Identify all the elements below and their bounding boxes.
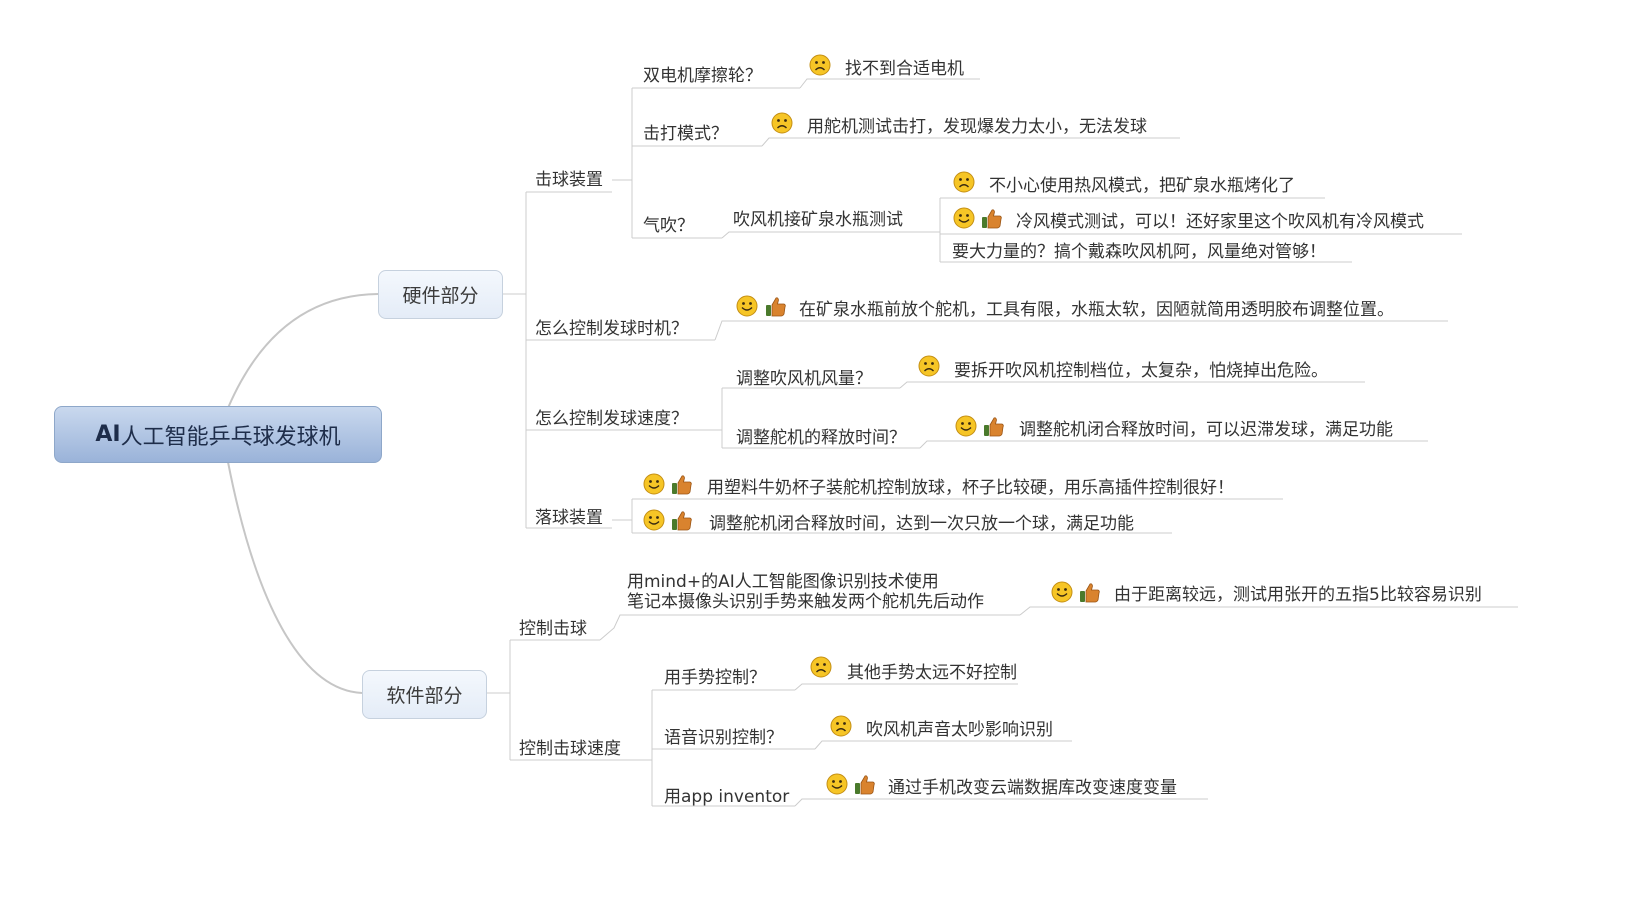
smile-face-icon bbox=[1051, 581, 1073, 603]
gesture-control-answer[interactable]: 其他手势太远不好控制 bbox=[847, 663, 1017, 683]
root-title: 人工智能乒乓球发球机 bbox=[120, 424, 341, 450]
timing-answer[interactable]: 在矿泉水瓶前放个舵机，工具有限，水瓶太软，因陋就简用透明胶布调整位置。 bbox=[799, 300, 1394, 320]
drop-answer-1[interactable]: 用塑料牛奶杯子装舵机控制放球，杯子比较硬，用乐高插件控制很好！ bbox=[707, 478, 1234, 498]
software-node[interactable]: 软件部分 bbox=[362, 670, 487, 719]
drop-device-label[interactable]: 落球装置 bbox=[535, 508, 603, 528]
air-blow-subtopic[interactable]: 吹风机接矿泉水瓶测试 bbox=[733, 210, 903, 230]
sad-face-icon bbox=[771, 112, 793, 134]
sad-face-icon bbox=[918, 355, 940, 377]
smile-face-icon bbox=[955, 415, 977, 437]
thumbs-up-icon bbox=[1079, 583, 1100, 603]
air-blow-answer-3[interactable]: 要大力量的？搞个戴森吹风机阿，风量绝对管够！ bbox=[952, 242, 1326, 262]
app-inventor-question[interactable]: 用app inventor bbox=[664, 787, 790, 807]
sad-face-icon bbox=[953, 171, 975, 193]
air-blow-question[interactable]: 气吹？ bbox=[643, 216, 694, 236]
smile-face-icon bbox=[953, 207, 975, 229]
fan-speed-question[interactable]: 调整吹风机风量？ bbox=[736, 369, 872, 389]
smile-face-icon bbox=[643, 509, 665, 531]
smile-face-icon bbox=[736, 295, 758, 317]
control-speed-label[interactable]: 控制击球速度 bbox=[519, 739, 621, 759]
sad-face-icon bbox=[809, 54, 831, 76]
speed-question[interactable]: 怎么控制发球速度？ bbox=[535, 409, 688, 429]
smile-face-icon bbox=[826, 773, 848, 795]
sad-face-icon bbox=[810, 656, 832, 678]
drop-answer-2[interactable]: 调整舵机闭合释放时间，达到一次只放一个球，满足功能 bbox=[709, 514, 1134, 534]
thumbs-up-icon bbox=[983, 417, 1004, 437]
smile-face-icon bbox=[643, 473, 665, 495]
timing-question[interactable]: 怎么控制发球时机？ bbox=[535, 319, 688, 339]
hit-mode-question[interactable]: 击打模式？ bbox=[643, 124, 728, 144]
servo-release-question[interactable]: 调整舵机的释放时间？ bbox=[736, 428, 906, 448]
thumbs-up-icon bbox=[671, 511, 692, 531]
fan-speed-answer[interactable]: 要拆开吹风机控制档位，太复杂，怕烧掉出危险。 bbox=[954, 361, 1328, 381]
app-inventor-answer[interactable]: 通过手机改变云端数据库改变速度变量 bbox=[888, 778, 1177, 798]
thumbs-up-icon bbox=[854, 775, 875, 795]
thumbs-up-icon bbox=[671, 475, 692, 495]
voice-control-answer[interactable]: 吹风机声音太吵影响识别 bbox=[866, 720, 1053, 740]
double-motor-answer[interactable]: 找不到合适电机 bbox=[845, 59, 964, 79]
strike-device-label[interactable]: 击球装置 bbox=[535, 170, 603, 190]
thumbs-up-icon bbox=[765, 297, 786, 317]
hardware-node[interactable]: 硬件部分 bbox=[378, 270, 503, 319]
thumbs-up-icon bbox=[981, 209, 1002, 229]
double-motor-question[interactable]: 双电机摩擦轮？ bbox=[643, 66, 762, 86]
servo-release-answer[interactable]: 调整舵机闭合释放时间，可以迟滞发球，满足功能 bbox=[1019, 420, 1393, 440]
sad-face-icon bbox=[830, 715, 852, 737]
control-hit-answer[interactable]: 由于距离较远，测试用张开的五指5比较容易识别 bbox=[1114, 585, 1482, 605]
hit-mode-answer[interactable]: 用舵机测试击打，发现爆发力太小，无法发球 bbox=[807, 117, 1147, 137]
gesture-control-question[interactable]: 用手势控制？ bbox=[664, 668, 766, 688]
root-title-ai: AI bbox=[95, 422, 121, 447]
air-blow-answer-1[interactable]: 不小心使用热风模式，把矿泉水瓶烤化了 bbox=[989, 176, 1295, 196]
air-blow-answer-2[interactable]: 冷风模式测试，可以！还好家里这个吹风机有冷风模式 bbox=[1016, 212, 1424, 232]
control-hit-label[interactable]: 控制击球 bbox=[519, 619, 587, 639]
voice-control-question[interactable]: 语音识别控制？ bbox=[664, 728, 783, 748]
control-hit-description[interactable]: 用mind+的AI人工智能图像识别技术使用 笔记本摄像头识别手势来触发两个舵机先… bbox=[627, 572, 984, 612]
